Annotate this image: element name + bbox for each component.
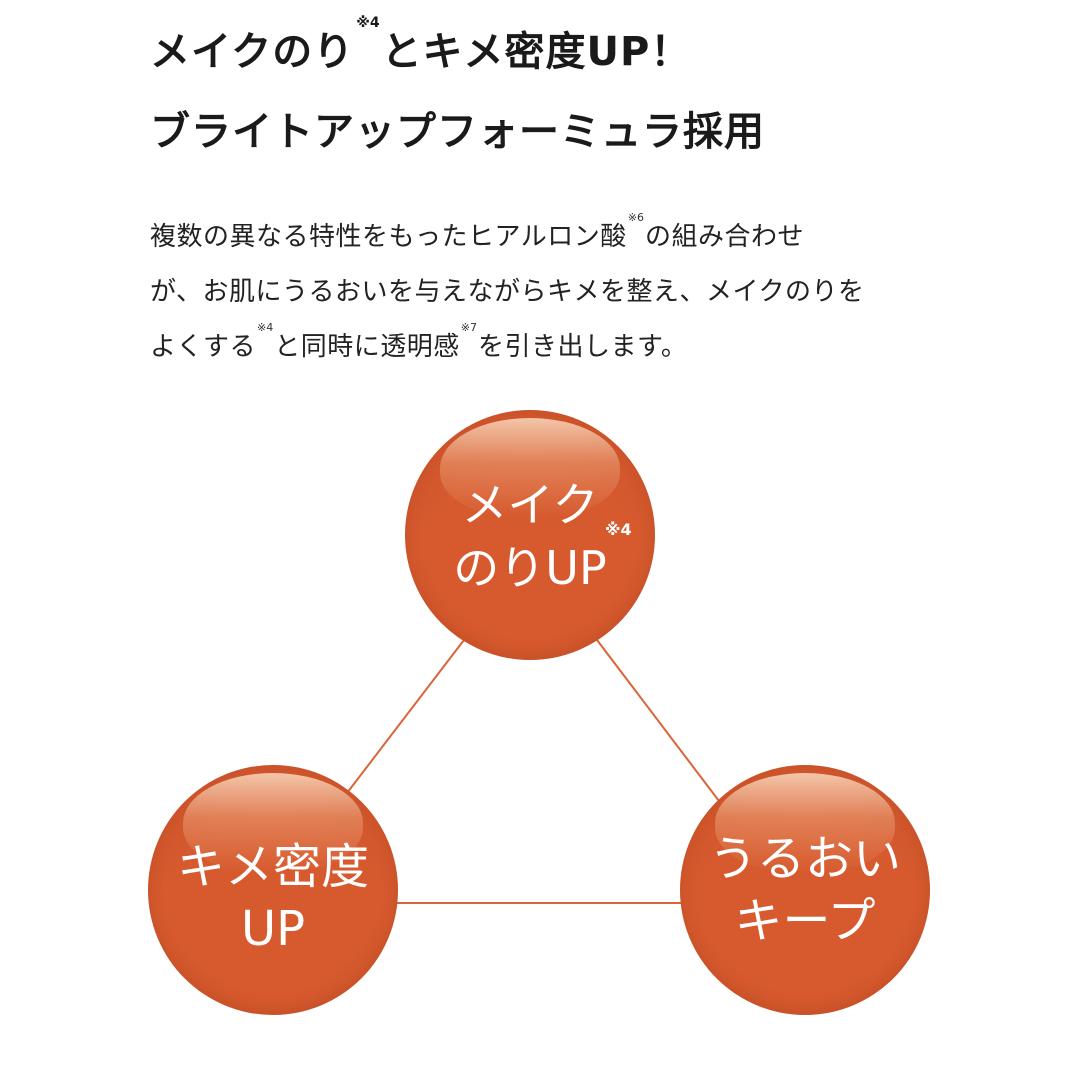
connector-top-right [596, 639, 720, 802]
headline-line-1: メイクのり※4とキメ密度UP！ [150, 16, 692, 75]
feature-circle-makeup: メイク のりUP ※4 [405, 410, 655, 660]
body-text-segment: を引き出します。 [477, 332, 688, 362]
connector-top-left [346, 639, 465, 794]
body-text-segment: よくする [150, 332, 257, 362]
feature-label-line-1: うるおい [708, 831, 901, 887]
footnote-marker: ※7 [460, 321, 477, 334]
body-text-segment: と同時に透明感 [274, 332, 460, 362]
footnote-marker: ※4 [356, 15, 380, 31]
headline-line-2: ブライトアップフォーミュラ採用 [150, 109, 765, 155]
feature-label-line-2: のりUP [453, 541, 607, 595]
feature-label-line-1: メイク [461, 478, 599, 532]
feature-circle-texture: キメ密度 UP [148, 765, 398, 1015]
footnote-marker: ※6 [627, 211, 644, 224]
body-text-segment: の組み合わせ [644, 222, 804, 252]
body-text-segment: 複数の異なる特性をもったヒアルロン酸 [150, 222, 627, 252]
footnote-marker: ※4 [257, 321, 274, 334]
feature-label-line-2: キープ [734, 893, 876, 949]
feature-circle-moisture: うるおい キープ [680, 765, 930, 1015]
gloss-highlight [440, 417, 620, 518]
gloss-highlight [183, 772, 363, 873]
body-text-line-1: 複数の異なる特性をもったヒアルロン酸※6の組み合わせ [150, 212, 804, 252]
feature-label-line-1: キメ密度 [176, 839, 369, 895]
headline-text-b: とキメ密度UP！ [381, 29, 692, 75]
headline-text-a: メイクのり [150, 29, 355, 75]
footnote-marker: ※4 [605, 520, 632, 539]
gloss-highlight [715, 772, 895, 873]
body-text-line-2: が、お肌にうるおいを与えながらキメを整え、メイクのりを [150, 277, 865, 307]
feature-label-line-2: UP [240, 901, 306, 957]
body-text-line-3: よくする※4と同時に透明感※7を引き出します。 [150, 322, 688, 362]
